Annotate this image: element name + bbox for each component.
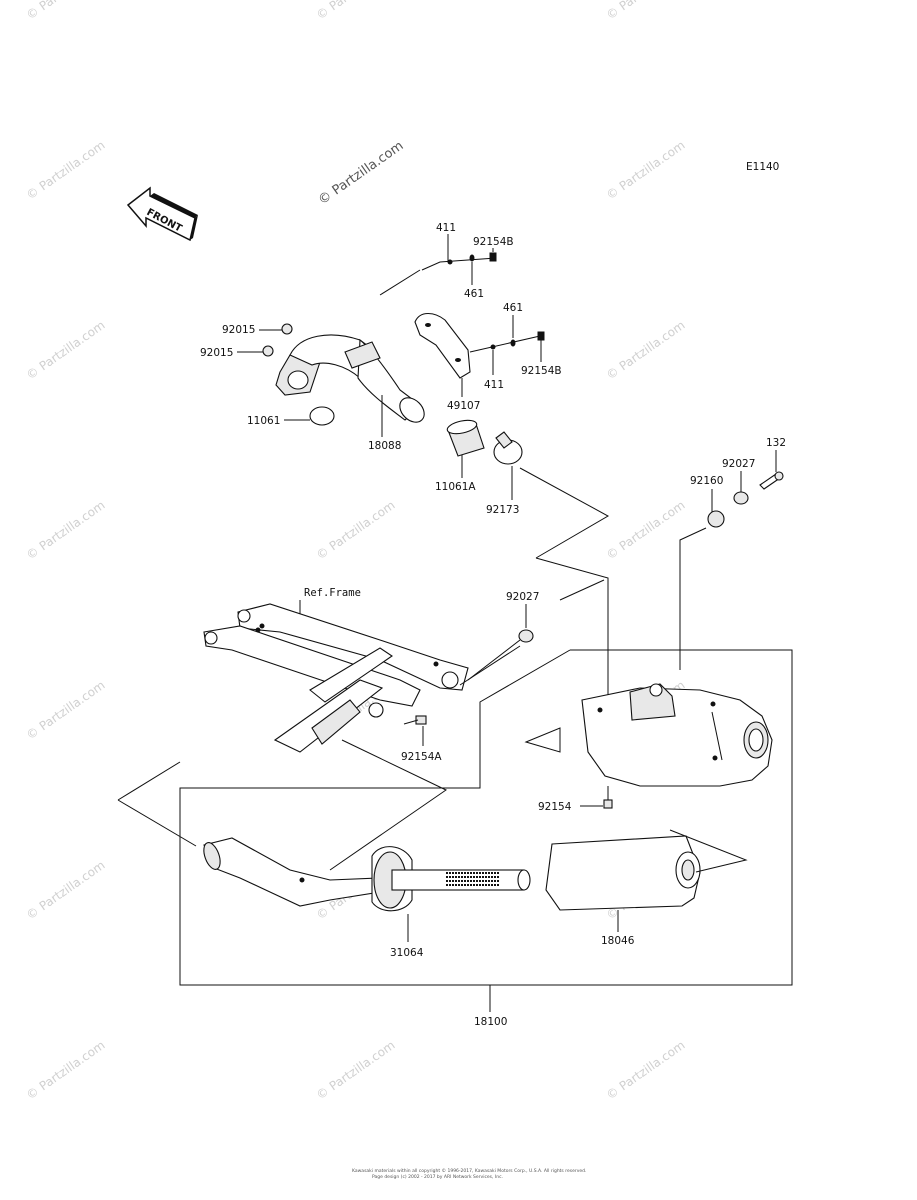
- label-411-right: 411: [484, 379, 504, 391]
- label-92154: 92154: [538, 801, 572, 813]
- watermark: © Partzilla.com: [604, 138, 688, 203]
- nut-92027-icon: [518, 629, 534, 643]
- watermark: © Partzilla.com: [314, 0, 398, 22]
- bolt-92154a-icon: [403, 715, 427, 725]
- gasket-11061a-icon: [446, 419, 485, 457]
- label-18100: 18100: [474, 1016, 507, 1028]
- label-11061a: 11061A: [435, 481, 476, 493]
- bolt-92154-icon: [603, 786, 613, 809]
- frame-reference: [203, 603, 469, 753]
- tail-pipe: [203, 837, 381, 907]
- footer-copyright: Kawasaki materials within all copyright …: [352, 1167, 586, 1174]
- bolt-92154b-icon: [489, 252, 497, 262]
- diagram-code: E1140: [746, 161, 779, 173]
- spark-arrestor-31064: [371, 846, 531, 912]
- watermark: © Partzilla.com: [604, 498, 688, 563]
- leader-line: [117, 761, 181, 801]
- nut-92027-icon: [733, 491, 749, 505]
- leader-line: [329, 739, 447, 871]
- label-92027-top: 92027: [722, 458, 755, 470]
- leader-line: [117, 799, 197, 847]
- washer-461-icon: [510, 339, 516, 347]
- leader-line: [679, 527, 707, 670]
- front-arrow-icon: FRONT: [126, 186, 198, 242]
- leader-line: [559, 579, 605, 601]
- watermark: © Partzilla.com: [604, 0, 688, 22]
- watermark: © Partzilla.com: [24, 858, 108, 923]
- watermark: © Partzilla.com: [24, 678, 108, 743]
- header-pipe-18088: [275, 334, 425, 423]
- washer-411-icon: [447, 259, 453, 265]
- label-461-top: 461: [464, 288, 484, 300]
- washer-461-icon: [469, 254, 475, 262]
- watermark: © Partzilla.com: [24, 1038, 108, 1103]
- collar-92160-icon: [707, 510, 725, 528]
- bolt-92154b-icon: [537, 331, 545, 341]
- silencer-shell-18046: [545, 835, 701, 911]
- watermark-main: © Partzilla.com: [316, 138, 407, 208]
- label-92154b-top: 92154B: [473, 236, 514, 248]
- label-31064: 31064: [390, 947, 424, 959]
- watermark: © Partzilla.com: [604, 1038, 688, 1103]
- leader-line: [519, 467, 610, 559]
- label-18088: 18088: [368, 440, 401, 452]
- label-11061: 11061: [247, 415, 280, 427]
- watermark: © Partzilla.com: [314, 1038, 398, 1103]
- watermark: © Partzilla.com: [24, 318, 108, 383]
- gasket-11061-icon: [309, 406, 335, 426]
- muffler-body: [581, 683, 773, 787]
- watermark: © Partzilla.com: [24, 138, 108, 203]
- label-92160: 92160: [690, 475, 723, 487]
- watermark: © Partzilla.com: [24, 498, 108, 563]
- leader-line: [379, 269, 421, 296]
- watermark: © Partzilla.com: [24, 0, 108, 22]
- label-461-right: 461: [503, 302, 523, 314]
- perforation-pattern: [446, 872, 500, 886]
- label-132: 132: [766, 437, 786, 449]
- assembly-bracket: [179, 649, 793, 986]
- heat-guard-49107: [414, 312, 471, 379]
- label-49107: 49107: [447, 400, 480, 412]
- watermark: © Partzilla.com: [314, 498, 398, 563]
- clamp-92173-icon: [493, 431, 523, 465]
- watermark-group: © Partzilla.com © Partzilla.com © Partzi…: [24, 0, 688, 1102]
- leader-line: [421, 257, 497, 271]
- watermark: © Partzilla.com: [604, 318, 688, 383]
- label-18046: 18046: [601, 935, 635, 947]
- bolt-132-icon: [759, 471, 784, 490]
- nut-92015-icon: [281, 323, 293, 335]
- ref-frame-label: Ref.Frame: [304, 587, 361, 599]
- nut-92015-icon: [262, 345, 274, 357]
- label-92154b-right: 92154B: [521, 365, 562, 377]
- leader-line: [535, 557, 609, 718]
- label-92015-a: 92015: [222, 324, 255, 336]
- label-92173: 92173: [486, 504, 519, 516]
- label-411-top: 411: [436, 222, 456, 234]
- leader-line: [467, 639, 521, 681]
- label-92154a: 92154A: [401, 751, 442, 763]
- leader-line: [669, 829, 748, 873]
- washer-411-icon: [490, 344, 496, 350]
- footer-page-design: Page design (c) 2002 - 2017 by ARI Netwo…: [372, 1174, 503, 1180]
- label-92027-mid: 92027: [506, 591, 539, 603]
- leader-line: [469, 335, 541, 353]
- leader-line: [524, 727, 561, 753]
- label-92015-b: 92015: [200, 347, 233, 359]
